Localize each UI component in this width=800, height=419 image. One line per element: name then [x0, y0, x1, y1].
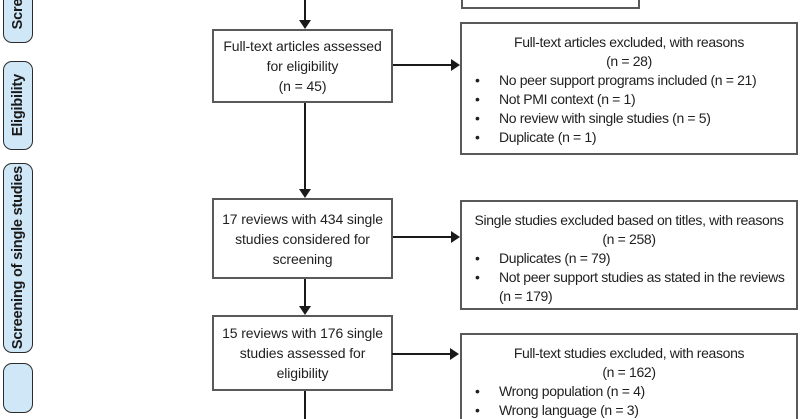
bullet-icon: • — [475, 383, 480, 399]
phase-label-cutoff — [3, 363, 33, 413]
flow-box-line: for eligibility — [266, 58, 339, 74]
flow-box-reviews-screening: 17 reviews with 434 single studies consi… — [212, 198, 393, 279]
bullet-icon: • — [475, 269, 480, 285]
bullet-text: Duplicate (n = 1) — [499, 129, 597, 145]
exclusion-bullet: • Wrong population (n = 4) — [462, 382, 796, 401]
exclusion-box-fulltext-articles: Full-text articles excluded, with reason… — [460, 22, 798, 155]
exclusion-bullet: • Duplicate (n = 1) — [462, 128, 796, 147]
bullet-icon: • — [475, 110, 480, 126]
flow-box-line: (n = 45) — [278, 78, 327, 94]
bullet-text: (n = 179) — [499, 288, 553, 304]
exclusion-title: Full-text articles excluded, with reason… — [514, 34, 744, 50]
exclusion-bullet: • Wrong language (n = 3) — [462, 401, 796, 419]
exclusion-box-fulltext-studies: Full-text studies excluded, with reasons… — [460, 333, 798, 419]
flow-box-fulltext-assessed: Full-text articles assessed for eligibil… — [212, 29, 393, 103]
flow-box-reviews-eligibility: 15 reviews with 176 single studies asses… — [212, 315, 393, 391]
bullet-text: No review with single studies (n = 5) — [499, 110, 711, 126]
phase-label-eligibility: Eligibility — [3, 61, 33, 150]
connector-line — [304, 103, 306, 189]
bullet-text: Not PMI context (n = 1) — [499, 91, 636, 107]
bullet-text: Duplicates (n = 79) — [499, 250, 611, 266]
bullet-text: Not peer support studies as stated in th… — [499, 269, 785, 285]
arrow-right-icon — [451, 231, 460, 243]
exclusion-title: Full-text studies excluded, with reasons — [513, 345, 745, 361]
exclusion-bullet: • No review with single studies (n = 5) — [462, 109, 796, 128]
exclusion-bullet: • Duplicates (n = 79) — [462, 249, 796, 268]
phase-label-screening: Screening — [3, 0, 33, 43]
connector-line — [304, 279, 306, 307]
connector-line — [304, 0, 306, 20]
bullet-icon: • — [475, 91, 480, 107]
bullet-icon: • — [475, 72, 480, 88]
connector-line — [393, 236, 451, 238]
bullet-icon: • — [475, 129, 480, 145]
phase-label-text: Screening — [10, 0, 26, 30]
connector-line — [393, 64, 451, 66]
arrow-down-icon — [299, 306, 311, 315]
phase-label-text: Eligibility — [10, 74, 26, 137]
bullet-icon: • — [475, 402, 480, 418]
arrow-right-icon — [450, 348, 459, 360]
flow-box-line: Full-text articles assessed — [223, 38, 382, 54]
bullet-text: Wrong population (n = 4) — [499, 383, 645, 399]
phase-label-screening-single-studies: Screening of single studies — [3, 163, 33, 353]
bullet-icon: • — [475, 250, 480, 266]
exclusion-count: (n = 162) — [602, 364, 656, 380]
connector-line — [304, 391, 306, 419]
arrow-right-icon — [451, 59, 460, 71]
bullet-text: No peer support programs included (n = 2… — [499, 72, 757, 88]
exclusion-bullet: • Not peer support studies as stated in … — [462, 268, 796, 287]
exclusion-title: Single studies excluded based on titles,… — [474, 212, 784, 228]
exclusion-bullet: • No peer support programs included (n =… — [462, 71, 796, 90]
flow-box-line: 17 reviews with 434 single — [222, 210, 383, 227]
exclusion-count: (n = 258) — [602, 231, 656, 247]
flow-box-line: eligibility — [276, 365, 329, 381]
arrow-down-icon — [299, 20, 311, 29]
exclusion-count: (n = 28) — [606, 53, 652, 69]
flow-box-line: studies considered for — [235, 230, 370, 247]
cutoff-box-top — [461, 0, 640, 9]
phase-label-text: Screening of single studies — [10, 166, 26, 350]
exclusion-box-single-studies-titles: Single studies excluded based on titles,… — [460, 200, 798, 310]
connector-line — [392, 353, 450, 355]
flow-box-line: screening — [272, 250, 333, 267]
arrow-down-icon — [299, 189, 311, 198]
bullet-text: Wrong language (n = 3) — [499, 402, 639, 418]
flow-box-line: studies assessed for — [239, 345, 366, 361]
exclusion-bullet: • Not PMI context (n = 1) — [462, 90, 796, 109]
exclusion-bullet-continuation: (n = 179) — [462, 287, 796, 306]
flow-box-line: 15 reviews with 176 single — [222, 325, 383, 341]
